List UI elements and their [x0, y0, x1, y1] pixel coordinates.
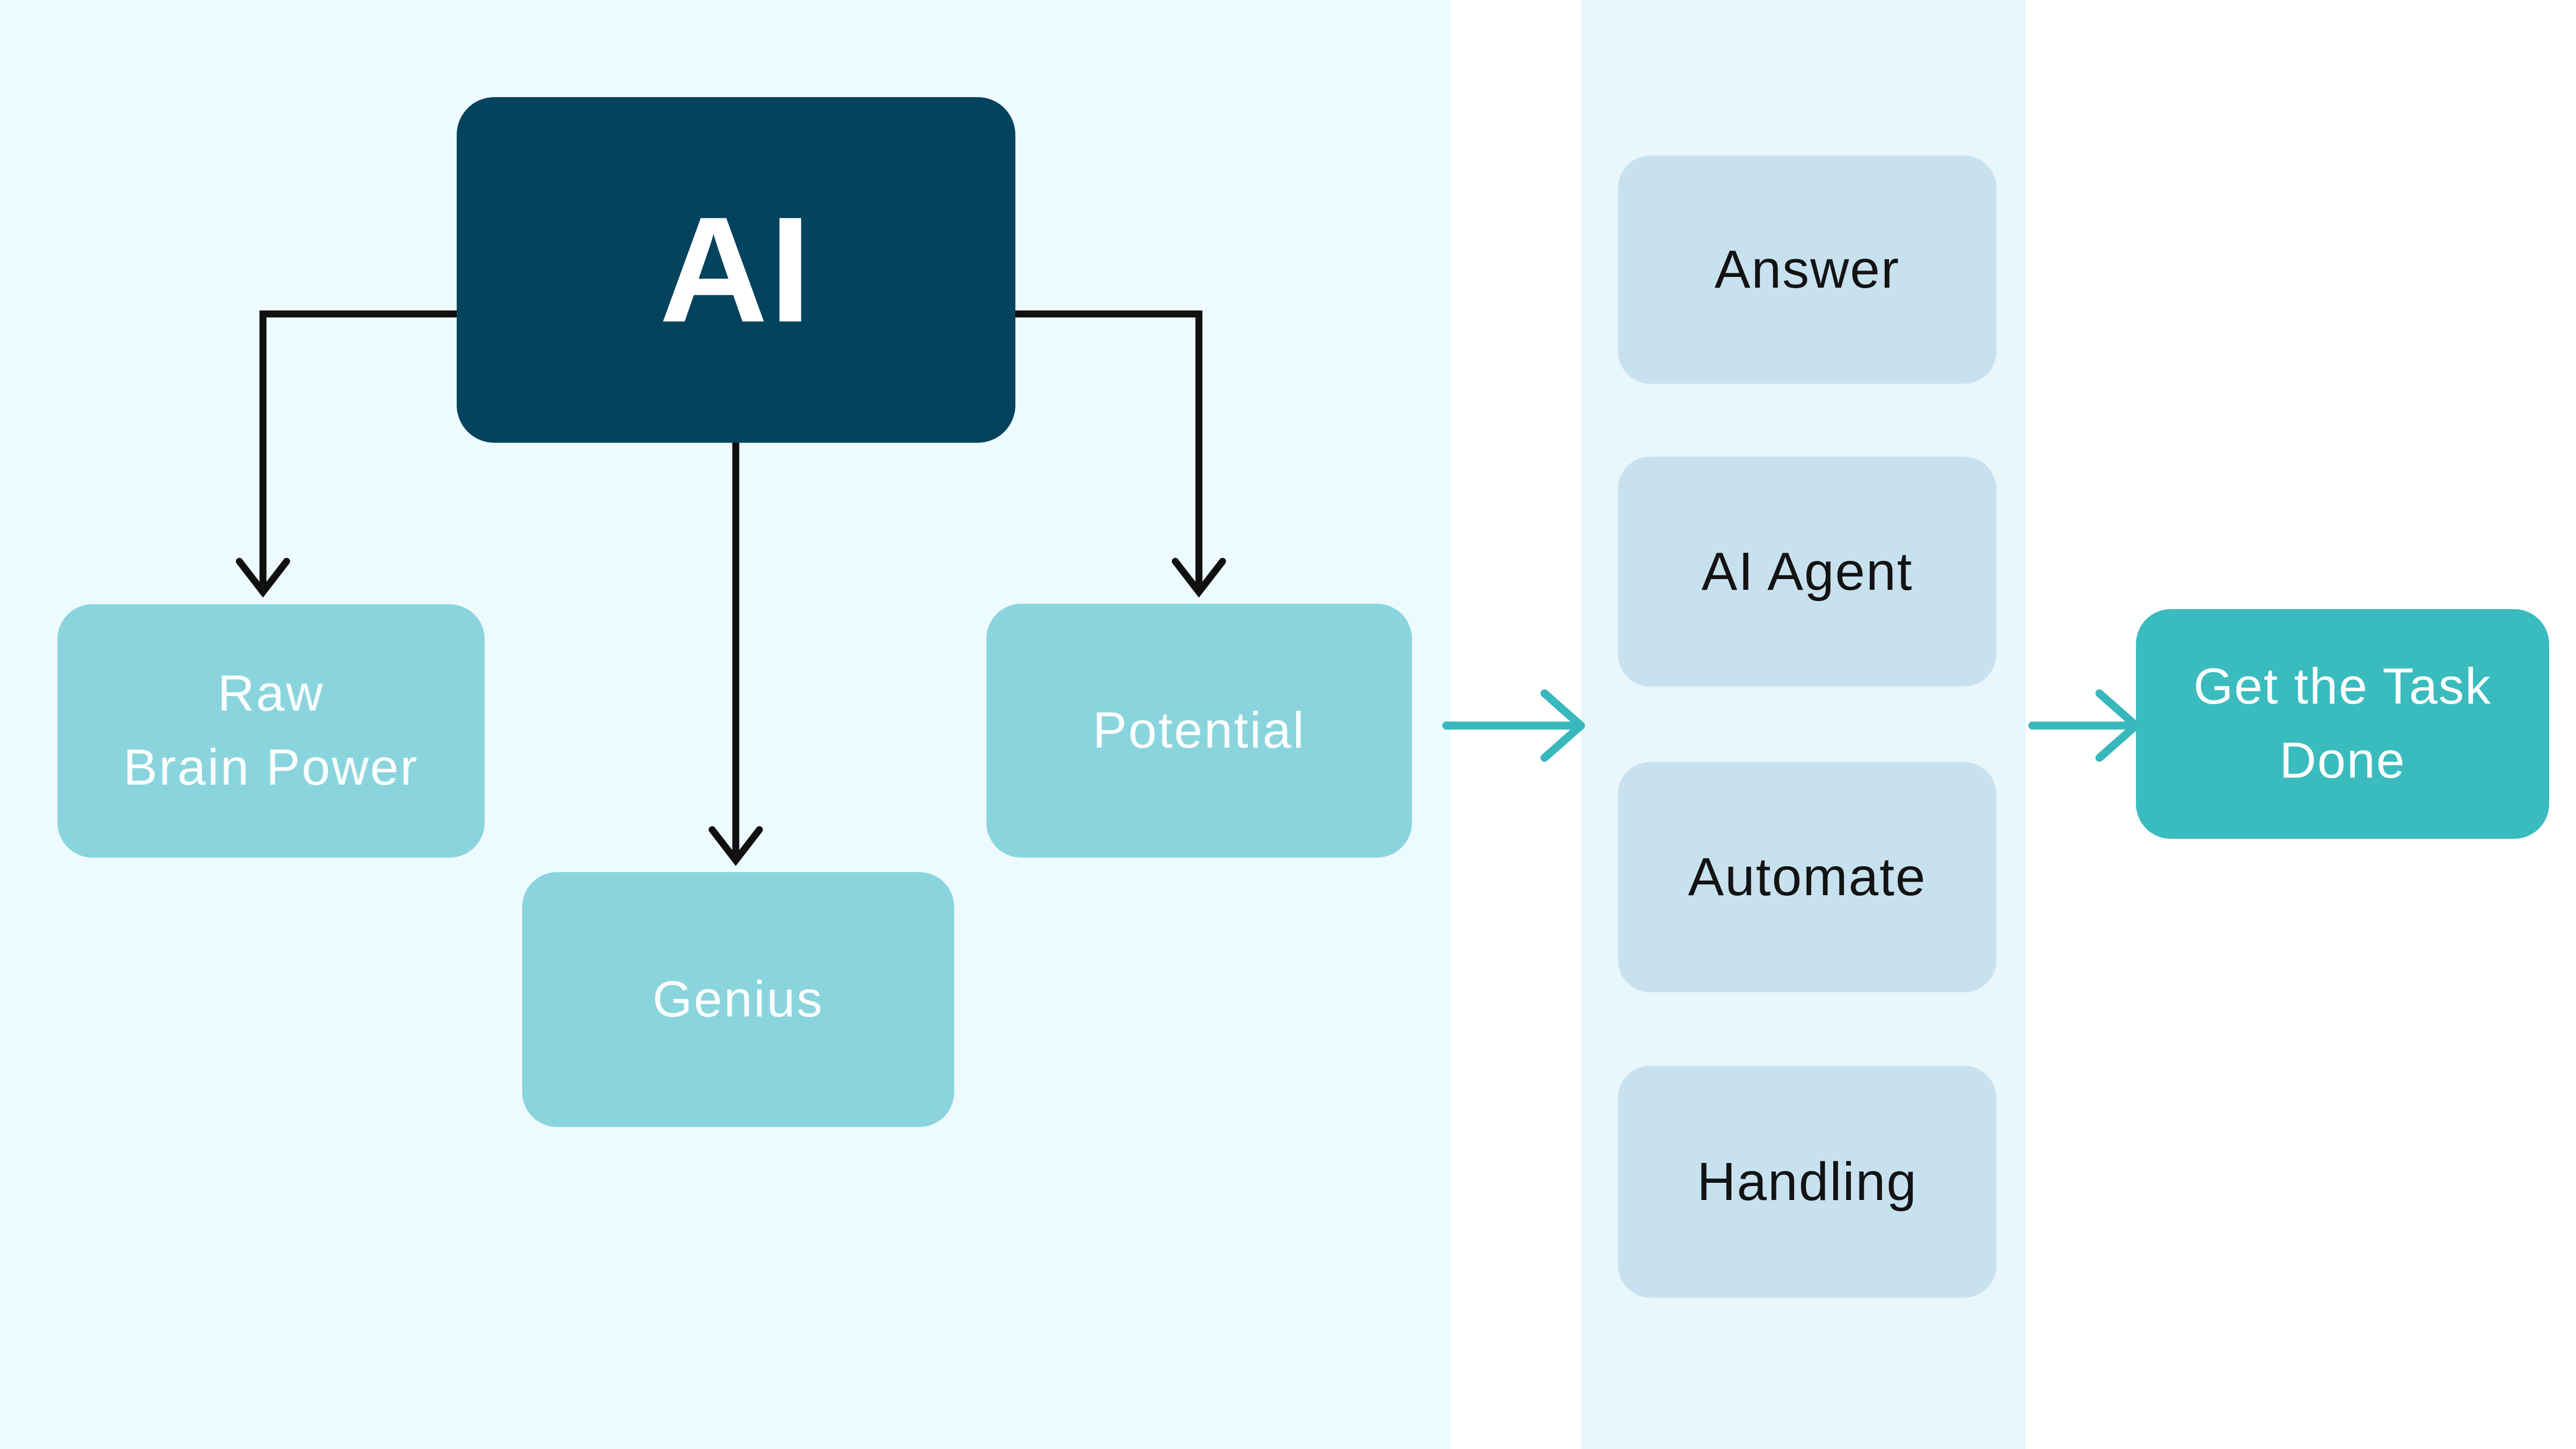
- pipeline-label: AI Agent: [1701, 533, 1913, 611]
- branch-label-line: Brain Power: [123, 739, 419, 796]
- branch-box-raw-brain-power: Raw Brain Power: [57, 604, 485, 858]
- branch-label-line: Potential: [1093, 701, 1306, 759]
- pipeline-box-automate: Automate: [1618, 762, 1996, 992]
- pipeline-label-text: AI Agent: [1701, 541, 1913, 602]
- pipeline-box-handling: Handling: [1618, 1066, 1996, 1298]
- branch-label: Potential: [1093, 694, 1306, 768]
- branch-label-line: Raw: [217, 665, 325, 722]
- result-label: Get the Task Done: [2193, 650, 2492, 798]
- result-label-line: Done: [2279, 732, 2406, 789]
- pipeline-box-answer: Answer: [1618, 156, 1996, 384]
- pipeline-label: Answer: [1715, 231, 1900, 309]
- branch-label-line: Genius: [652, 970, 824, 1028]
- branch-label: Raw Brain Power: [123, 657, 419, 805]
- arrow-pipeline-to-result: [2028, 689, 2140, 762]
- pipeline-label-text: Answer: [1714, 239, 1900, 299]
- arrow-ai-to-potential: [1012, 310, 1226, 598]
- arrow-ai-to-raw-brain-power: [236, 310, 460, 598]
- pipeline-label: Handling: [1697, 1143, 1918, 1221]
- branch-box-genius: Genius: [522, 872, 954, 1127]
- root-box-ai: AI: [457, 97, 1015, 443]
- root-label: AI: [660, 195, 813, 345]
- result-label-line: Get the Task: [2193, 658, 2492, 715]
- pipeline-label-text: Automate: [1688, 847, 1927, 907]
- pipeline-label: Automate: [1688, 838, 1926, 916]
- arrow-ai-to-genius: [708, 439, 763, 866]
- branch-box-potential: Potential: [986, 604, 1412, 858]
- result-box-get-task-done: Get the Task Done: [2136, 609, 2549, 839]
- pipeline-label-text: Handling: [1697, 1151, 1918, 1212]
- branch-label: Genius: [653, 963, 824, 1037]
- arrow-potential-to-pipeline: [1442, 689, 1585, 762]
- root-label-text: AI: [659, 186, 813, 354]
- pipeline-box-ai-agent: AI Agent: [1618, 457, 1996, 686]
